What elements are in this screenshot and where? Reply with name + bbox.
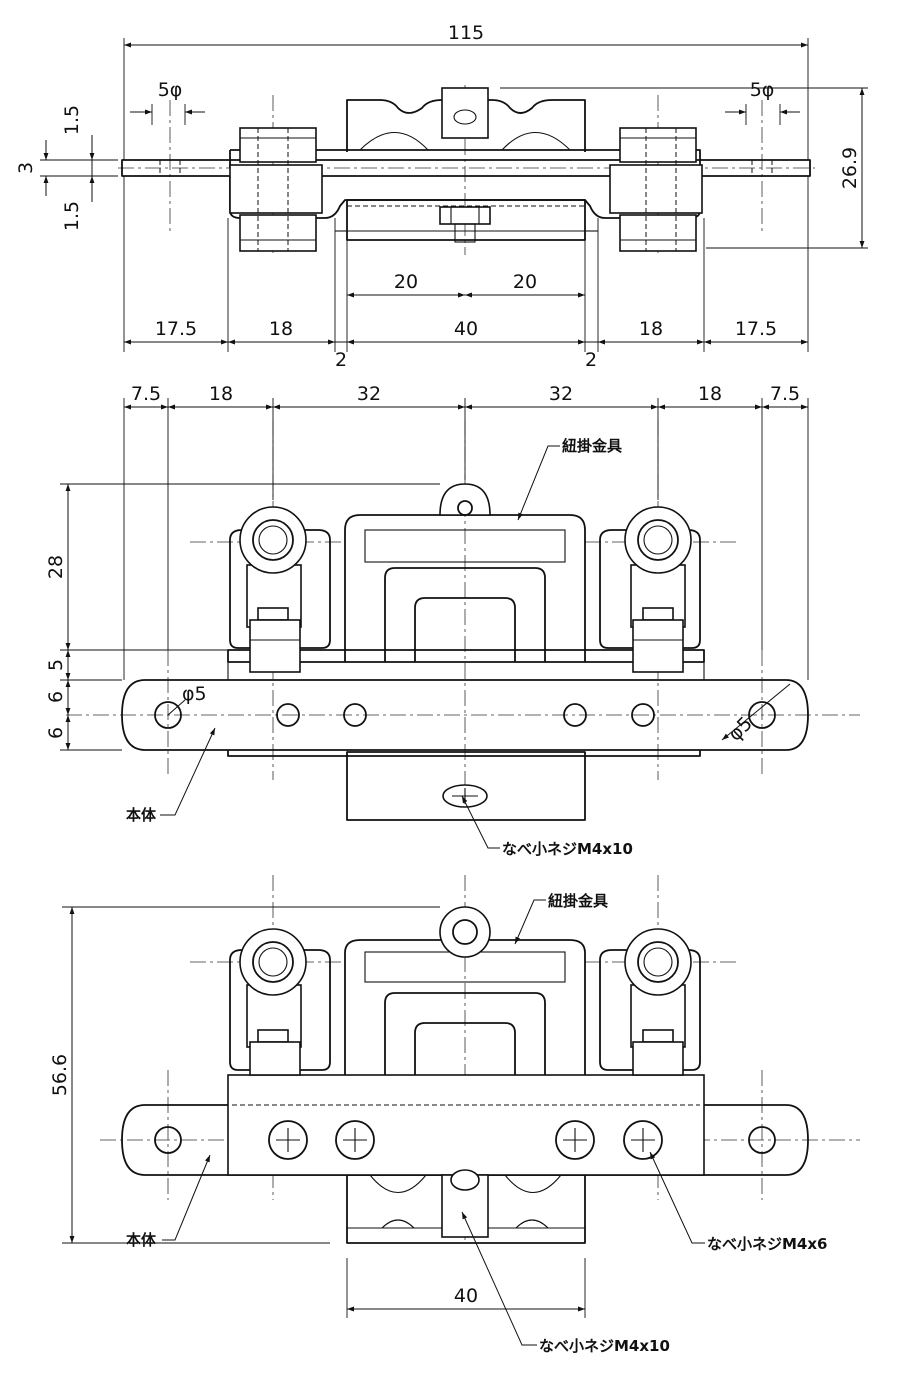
dim-front-6: 7.5	[770, 383, 800, 405]
dim-front-v6b: 6	[45, 727, 67, 739]
dim-half-right: 20	[513, 271, 537, 293]
label-front-hanger: 紐掛金具	[562, 437, 622, 455]
dim-bottom-1: 17.5	[155, 318, 197, 340]
label-rear-screw-small: なべ小ネジM4x6	[707, 1235, 827, 1253]
label-front-screw: なべ小ネジM4x10	[502, 840, 633, 858]
dim-thickness-upper: 1.5	[61, 105, 83, 135]
dim-thickness-mid: 3	[15, 162, 37, 174]
dim-thickness-lower: 1.5	[61, 201, 83, 231]
dim-gap-left: 2	[335, 349, 347, 371]
dim-front-height: 28	[45, 555, 67, 579]
rear-screw-4	[623, 1120, 663, 1160]
dim-bottom-5: 17.5	[735, 318, 777, 340]
front-view: 7.5 18 32 32 18 7.5 28 5 6 6 φ5 φ5 紐掛金具 …	[45, 383, 860, 858]
dim-front-4: 32	[549, 383, 573, 405]
dim-bottom-4: 18	[639, 318, 663, 340]
dim-rear-height: 56.6	[49, 1054, 71, 1096]
top-view: 115 5φ 5φ 1.5 3 1.5 26.9 20 20 17.5 18 4…	[15, 22, 868, 371]
rear-screw-1	[268, 1120, 308, 1160]
dim-front-hole-left: φ5	[182, 683, 207, 705]
dim-bottom-3: 40	[454, 318, 478, 340]
dim-front-5: 18	[698, 383, 722, 405]
dim-bottom-2: 18	[269, 318, 293, 340]
dim-rear-width: 40	[454, 1285, 478, 1307]
dim-half-left: 20	[394, 271, 418, 293]
dim-front-v5: 5	[45, 659, 67, 671]
dim-overall-width: 115	[448, 22, 484, 44]
rear-screw-2	[335, 1120, 375, 1160]
dim-front-3: 32	[357, 383, 381, 405]
dim-front-hole-right: φ5	[724, 713, 757, 746]
dim-gap-right: 2	[585, 349, 597, 371]
rear-screw-3	[555, 1120, 595, 1160]
dim-hole-right: 5φ	[750, 79, 775, 101]
dim-front-1: 7.5	[131, 383, 161, 405]
dim-height-total: 26.9	[839, 147, 861, 189]
label-rear-screw-large: なべ小ネジM4x10	[539, 1337, 670, 1355]
dim-hole-left: 5φ	[158, 79, 183, 101]
dim-front-2: 18	[209, 383, 233, 405]
label-rear-body: 本体	[126, 1231, 157, 1249]
label-front-body: 本体	[126, 806, 157, 824]
label-rear-hanger: 紐掛金具	[548, 892, 608, 910]
rear-view: 56.6 40 紐掛金具 本体 なべ小ネジM4x6 なべ小ネジM4x10	[49, 875, 860, 1355]
dim-front-v6a: 6	[45, 691, 67, 703]
